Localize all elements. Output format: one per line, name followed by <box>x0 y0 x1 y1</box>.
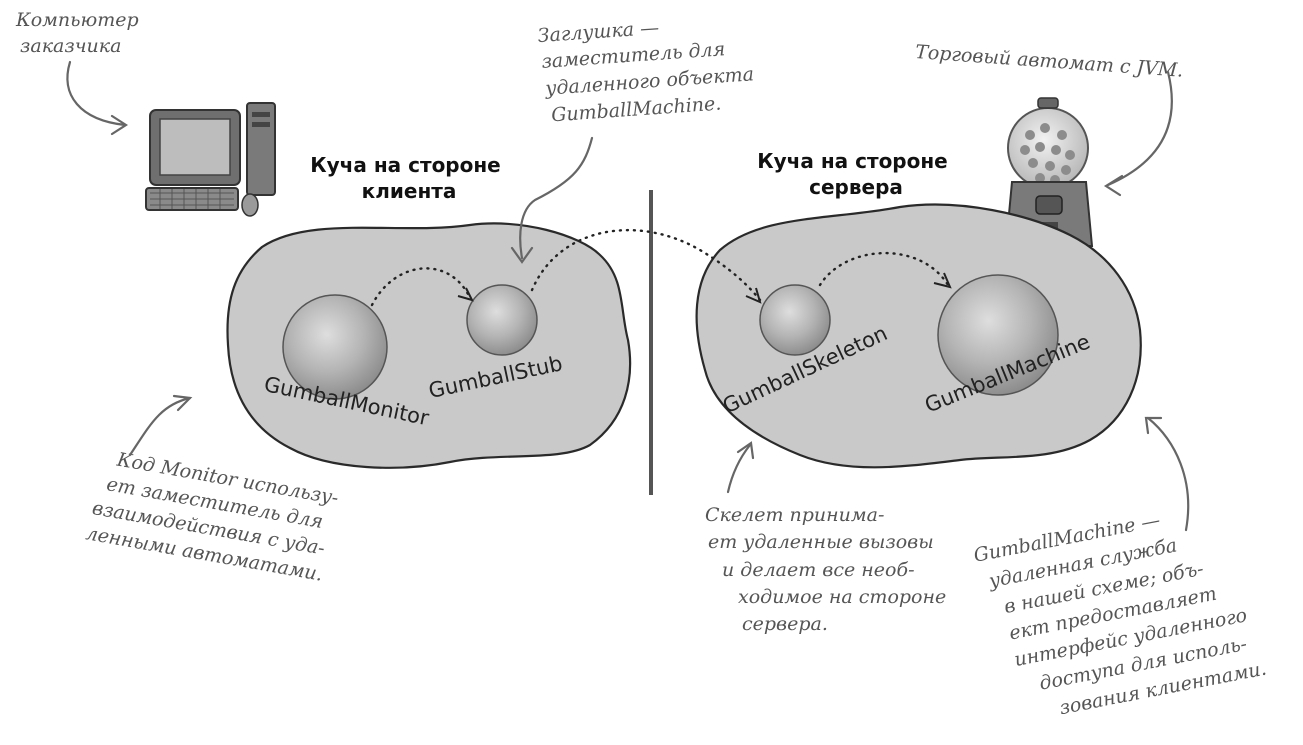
vending-callout-arrow <box>1108 72 1172 185</box>
skeleton-note: Скелет принима- ет удаленные вызовы и де… <box>705 504 952 635</box>
client-heap-title: Куча на стороне клиента <box>310 153 507 203</box>
computer-callout-arrow <box>67 62 125 125</box>
monitor-note: Код Monitor использу- ет заместитель для… <box>84 446 346 588</box>
machine-note: GumballMachine — удаленная служба в наше… <box>972 495 1268 730</box>
stub-note: Заглушка — заместитель для удаленного об… <box>537 10 763 127</box>
gumball-skeleton-object <box>760 285 830 355</box>
server-heap-title: Куча на стороне сервера <box>757 149 954 199</box>
computer-icon <box>146 103 275 216</box>
customer-computer-note: Компьютер заказчика <box>15 9 145 57</box>
gumball-stub-object <box>467 285 537 355</box>
vending-jvm-note: Торговый автомат с JVM. <box>915 41 1185 82</box>
